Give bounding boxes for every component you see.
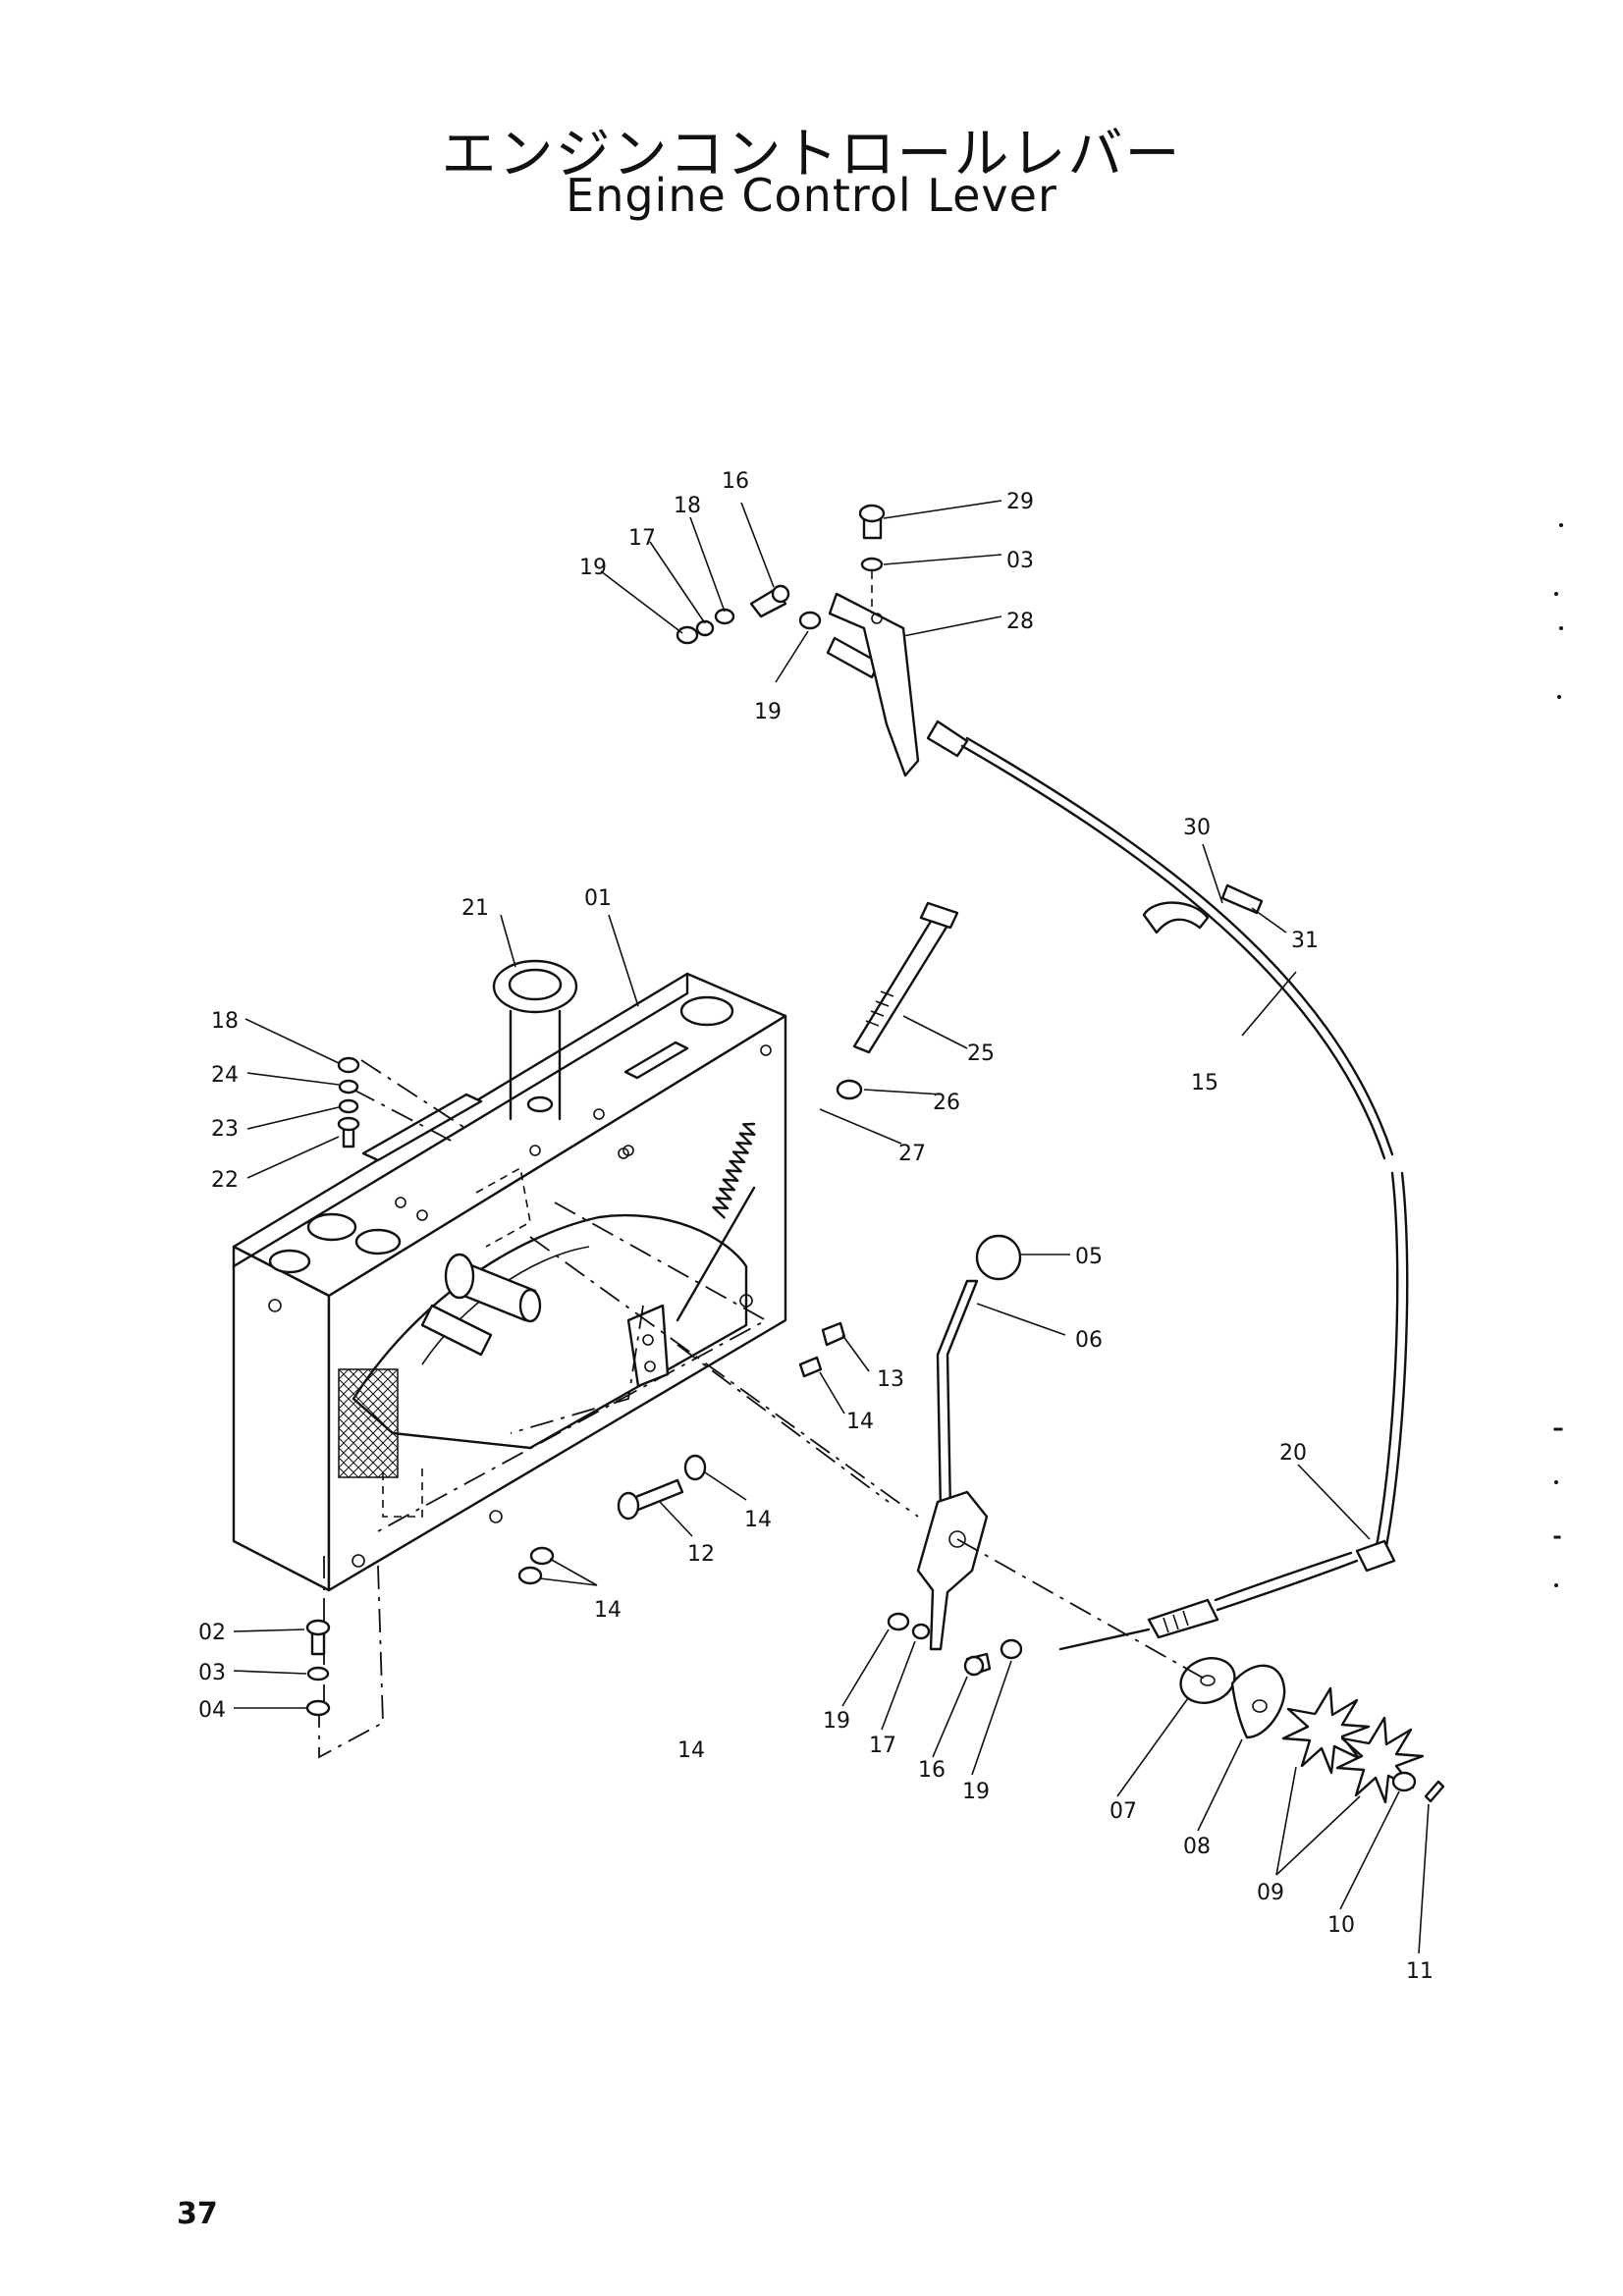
callout: 13 xyxy=(877,1367,904,1392)
callout: 19 xyxy=(754,700,782,724)
callout: 21 xyxy=(461,896,489,921)
callout: 24 xyxy=(211,1063,239,1088)
callout: 03 xyxy=(1006,549,1034,573)
scan-specks xyxy=(1553,523,1563,1587)
page-number: 37 xyxy=(177,2197,218,2231)
callout: 19 xyxy=(579,556,607,580)
callout: 06 xyxy=(1075,1328,1103,1353)
callout: 18 xyxy=(211,1009,239,1034)
bolt xyxy=(836,901,959,1100)
callout: 18 xyxy=(674,494,701,518)
control-cable xyxy=(960,736,1409,1651)
callout: 27 xyxy=(898,1142,926,1166)
upper-bracket-assembly xyxy=(676,504,969,777)
bottom-left-fasteners xyxy=(305,1619,331,1717)
callout: 17 xyxy=(628,526,656,551)
callout: 31 xyxy=(1291,929,1319,953)
callout: 16 xyxy=(722,469,749,494)
friction-discs xyxy=(956,1538,1445,1804)
callout: 08 xyxy=(1183,1835,1211,1859)
callout: 11 xyxy=(1406,1959,1434,1984)
callout: 02 xyxy=(198,1621,226,1645)
title-japanese: エンジンコントロールレバー xyxy=(441,123,1182,187)
callout: 04 xyxy=(198,1698,226,1723)
callout: 14 xyxy=(677,1738,705,1763)
callout: 23 xyxy=(211,1117,239,1142)
callout: 12 xyxy=(687,1542,715,1567)
callout: 05 xyxy=(1075,1245,1103,1269)
callout: 19 xyxy=(962,1780,990,1804)
callout: 16 xyxy=(918,1758,946,1783)
callout: 14 xyxy=(744,1508,772,1532)
callout: 30 xyxy=(1183,816,1211,840)
panel-frame xyxy=(232,972,787,1592)
callout: 07 xyxy=(1109,1799,1137,1824)
callout: 01 xyxy=(584,886,612,911)
callout: 28 xyxy=(1006,610,1034,634)
left-fasteners xyxy=(337,1056,467,1148)
leader-lines xyxy=(233,500,1430,1954)
callout: 20 xyxy=(1279,1441,1307,1466)
callout: 26 xyxy=(933,1091,960,1115)
title-english: Engine Control Lever xyxy=(566,169,1057,222)
callout: 22 xyxy=(211,1168,239,1193)
callout: 09 xyxy=(1257,1881,1284,1905)
callout-labels: 16 18 17 19 19 29 03 28 30 31 15 21 01 1… xyxy=(198,469,1434,1984)
callout: 29 xyxy=(1006,490,1034,514)
control-lever-assembly xyxy=(887,1234,1023,1677)
callout: 14 xyxy=(846,1410,874,1434)
callout: 14 xyxy=(594,1598,622,1623)
spring xyxy=(676,1122,756,1322)
callout: 10 xyxy=(1327,1913,1355,1938)
callout: 17 xyxy=(869,1734,896,1758)
callout: 19 xyxy=(823,1709,850,1734)
callout: 25 xyxy=(967,1041,995,1066)
callout: 03 xyxy=(198,1661,226,1685)
callout: 15 xyxy=(1191,1071,1218,1095)
